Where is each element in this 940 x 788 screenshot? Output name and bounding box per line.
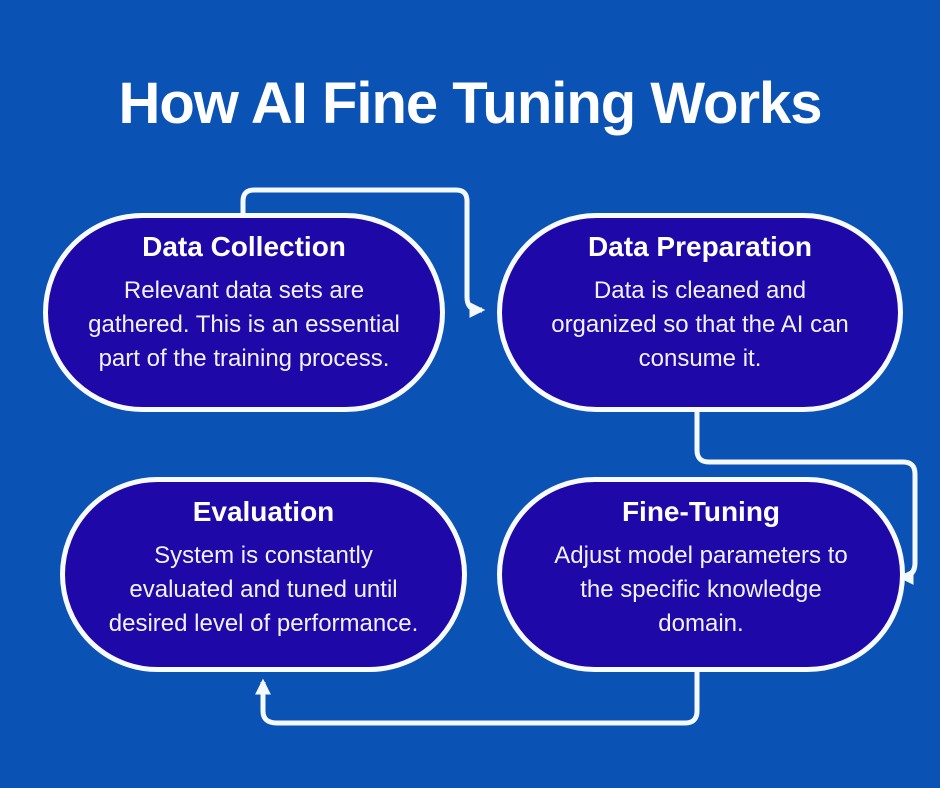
node-body-line: part of the training process. [98,344,390,372]
node-body-line: organized so that the AI can [551,310,849,338]
node-title: Data Collection [142,230,346,262]
node-body-line: Adjust model parameters to [554,541,848,569]
node-fine-tuning: Fine-Tuning Adjust model parameters to t… [497,477,905,672]
node-body-line: Data is cleaned and [593,276,807,304]
node-data-collection: Data Collection Relevant data sets are g… [43,213,445,412]
node-title: Evaluation [192,495,335,527]
node-body-line: Relevant data sets are [123,276,365,304]
node-title: Data Preparation [587,230,813,262]
node-body-line: domain. [658,609,744,637]
node-body-line: evaluated and tuned until [129,575,398,603]
node-body-line: gathered. This is an essential [88,310,400,338]
page-title: How AI Fine Tuning Works [118,71,822,136]
node-evaluation: Evaluation System is constantly evaluate… [60,477,467,672]
node-body-line: desired level of performance. [108,609,419,637]
node-title: Fine-Tuning [621,495,781,527]
node-body-line: consume it. [638,344,762,372]
node-data-preparation: Data Preparation Data is cleaned and org… [497,213,903,412]
node-body-line: System is constantly [154,541,373,569]
connector-fine-tuning-to-evaluation [254,670,700,726]
node-body-line: the specific knowledge [580,575,822,603]
